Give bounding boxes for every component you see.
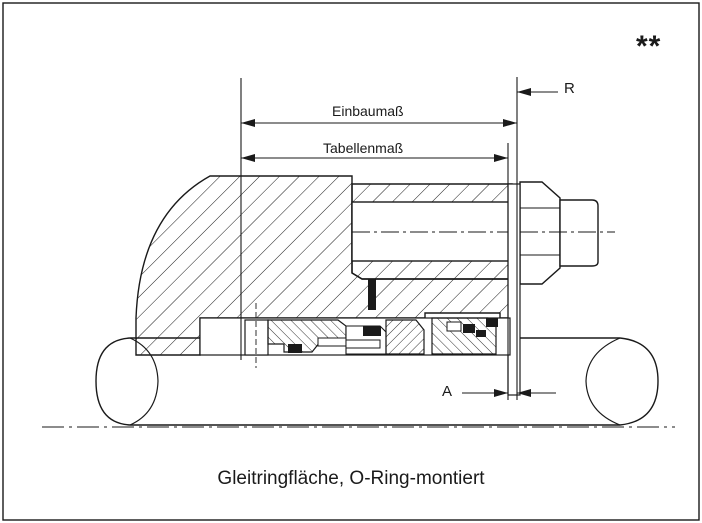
- marker-asterisks: **: [636, 30, 662, 63]
- dimension-einbaumass: [241, 119, 517, 127]
- gland-plate: [507, 183, 521, 396]
- label-a: A: [442, 383, 453, 400]
- dimension-a: [462, 389, 556, 397]
- arrow-r: [517, 88, 558, 96]
- bolt: [351, 201, 520, 262]
- seal-assembly: [199, 303, 511, 368]
- dimension-tabellenmass: [241, 154, 508, 162]
- label-einbaumass: Einbaumaß: [332, 103, 404, 119]
- figure-caption: Gleitringfläche, O-Ring-montiert: [217, 468, 485, 489]
- label-r: R: [564, 80, 575, 97]
- bolt-head: [519, 181, 615, 285]
- secondary-seal: [368, 279, 376, 310]
- label-tabellenmass: Tabellenmaß: [323, 140, 404, 156]
